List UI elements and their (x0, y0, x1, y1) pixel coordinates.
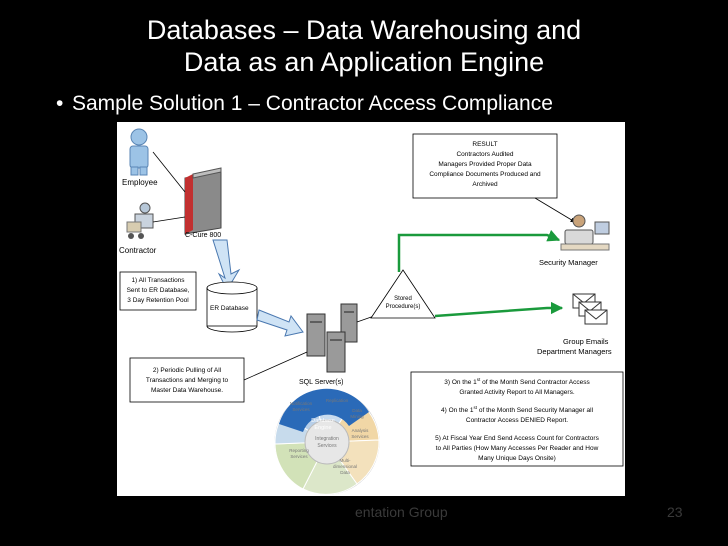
note-1-line-3: 3 Day Retention Pool (127, 297, 189, 304)
er-database-icon (206, 281, 258, 333)
note-1-box (119, 271, 197, 311)
result-line-3: Managers Provided Proper Data (438, 161, 532, 168)
wheel-reporting-line-1: Reporting (289, 448, 309, 453)
down-arrow-icon (212, 239, 241, 292)
stored-procedure-node (370, 269, 436, 319)
wheel-notification-line-1: Notification (290, 401, 313, 406)
group-emails-line-2: Department Managers (537, 347, 612, 356)
security-manager-icon (560, 214, 610, 251)
result-box (412, 133, 558, 199)
bullet-point: • Sample Solution 1 – Contractor Access C… (56, 92, 553, 116)
diagram-canvas: Employee Contractor C-Cure 800 1) All Tr… (117, 122, 625, 496)
employee-icon (129, 128, 149, 176)
wheel-reporting-line-2: Services (290, 454, 308, 459)
wheel-multi-line-1: Multi- (340, 458, 352, 463)
wheel-data-mining-line-1: Data (352, 408, 362, 413)
contractor-icon (126, 202, 154, 239)
note-2-line-1: 2) Periodic Pulling of All (153, 367, 222, 374)
wheel-analysis-line-2: Services (351, 434, 369, 439)
wheel-replication-label: Replication (326, 398, 349, 403)
wheel-multi-line-3: Data (340, 470, 350, 475)
steps-box (410, 371, 624, 467)
security-manager-label: Security Manager (539, 258, 598, 267)
sql-server-icon (306, 303, 358, 373)
bullet-text: Sample Solution 1 – Contractor Access Co… (72, 92, 553, 115)
sql-servers-label: SQL Server(s) (299, 379, 343, 386)
wheel-multi-line-2: dimensional (333, 464, 357, 469)
wheel-data-mining-line-2: Mining (350, 414, 364, 419)
stored-procedure-line-1: Stored (394, 296, 412, 302)
step-5-line-3: Many Unique Days Onsite) (478, 455, 556, 462)
note-2-box (129, 357, 245, 403)
result-line-2: Contractors Audited (456, 151, 513, 158)
step-3-line-2: Granted Activity Report to All Managers. (459, 389, 574, 396)
wheel-integration-line-1: Integration (315, 436, 339, 442)
wheel-notification-line-2: Services (292, 407, 310, 412)
wheel-integration-line-2: Services (317, 443, 337, 449)
wheel-center-line-2: Engine (314, 425, 331, 431)
green-arrow-to-group-emails (434, 301, 564, 318)
footer-text: entation Group (355, 504, 448, 520)
group-emails-line-1: Group Emails (563, 337, 609, 346)
contractor-label: Contractor (119, 246, 157, 255)
note-1-line-1: 1) All Transactions (131, 277, 185, 284)
right-arrow-icon (256, 309, 304, 337)
step-4-line-1: 4) On the 1st of the Month Send Security… (441, 405, 594, 414)
title-line-1: Databases – Data Warehousing and (146, 15, 582, 45)
wheel-center-line-1: Database (311, 418, 335, 424)
title-line-2: Data as an Application Engine (183, 47, 545, 77)
step-3-line-1: 3) On the 1st of the Month Send Contract… (444, 377, 590, 386)
note-2-line-2: Transactions and Merging to (146, 377, 229, 384)
ccure-server-icon (184, 167, 222, 235)
result-line-5: Archived (472, 181, 498, 188)
slide-title: Databases – Data Warehousing and Data as… (0, 14, 728, 78)
sql-components-wheel (274, 388, 380, 495)
group-emails-icon (572, 293, 608, 325)
step-5-line-2: to All Parties (How Many Accesses Per Re… (436, 445, 599, 452)
er-database-label: ER Database (210, 305, 249, 312)
step-4-line-2: Contractor Access DENIED Report. (466, 417, 568, 424)
page-number: 23 (667, 504, 683, 520)
green-arrow-to-security-manager (397, 229, 561, 272)
note-1-line-2: Sent to ER Database, (127, 287, 190, 294)
result-line-1: RESULT (472, 141, 497, 148)
ccure-label: C-Cure 800 (185, 232, 221, 239)
stored-procedure-line-2: Procedure(s) (386, 304, 421, 310)
employee-label: Employee (122, 178, 158, 187)
result-line-4: Compliance Documents Produced and (429, 171, 541, 178)
bullet-dot-icon: • (56, 92, 64, 115)
step-5-line-1: 5) At Fiscal Year End Send Access Count … (435, 435, 599, 442)
note-2-line-3: Master Data Warehouse. (151, 387, 223, 394)
wheel-analysis-line-1: Analysis (352, 428, 370, 433)
